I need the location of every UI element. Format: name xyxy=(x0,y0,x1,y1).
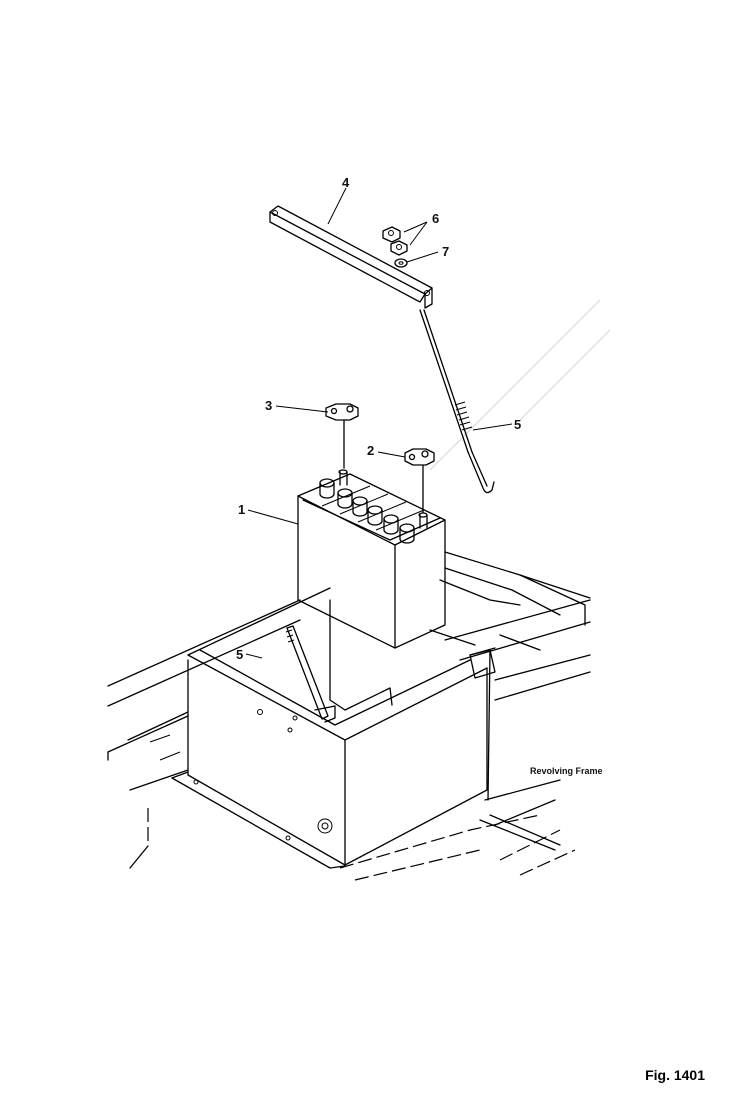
terminal-2 xyxy=(404,448,435,513)
callout-hold-down-bar: 4 xyxy=(342,175,350,190)
battery-box xyxy=(171,587,488,869)
hook-bolt-upper xyxy=(419,309,495,494)
callout-battery: 1 xyxy=(238,502,245,517)
nut xyxy=(382,226,408,256)
watermark xyxy=(429,299,611,471)
washer xyxy=(394,258,408,268)
battery xyxy=(297,469,446,649)
leader-lines xyxy=(245,187,513,659)
frame-label: Revolving Frame xyxy=(530,766,603,776)
figure-caption: Fig. 1401 xyxy=(645,1067,705,1083)
terminal-3 xyxy=(325,403,359,469)
callout-nut: 6 xyxy=(432,211,439,226)
callout-terminal-3: 3 xyxy=(265,398,272,413)
hold-down-bar xyxy=(269,205,433,309)
callout-hook-bolt-lower: 5 xyxy=(236,647,243,662)
callout-hook-bolt-upper: 5 xyxy=(514,417,521,432)
callout-terminal-2: 2 xyxy=(367,443,374,458)
revolving-frame xyxy=(107,551,591,881)
hook-bolt-lower xyxy=(285,625,336,723)
callout-washer: 7 xyxy=(442,244,449,259)
battery-caps xyxy=(319,478,415,544)
callouts: 1 2 3 4 5 6 7 5 xyxy=(236,175,521,662)
